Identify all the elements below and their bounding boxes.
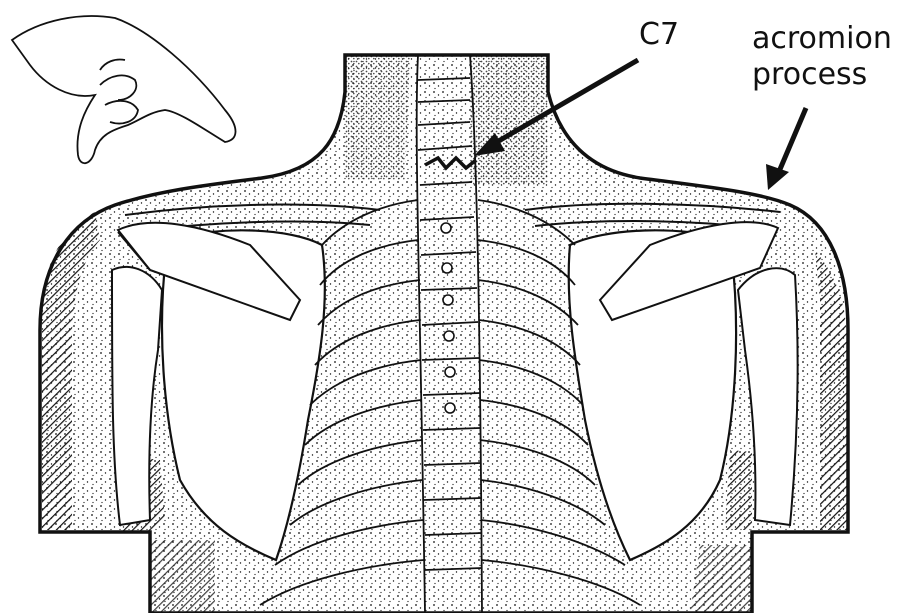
acromion-label-line1: acromion [752, 22, 892, 56]
acromion-label-line2: process [752, 58, 867, 92]
c7-label: C7 [639, 18, 679, 52]
pointing-hand-icon [12, 16, 236, 163]
acromion-arrow [766, 108, 806, 190]
